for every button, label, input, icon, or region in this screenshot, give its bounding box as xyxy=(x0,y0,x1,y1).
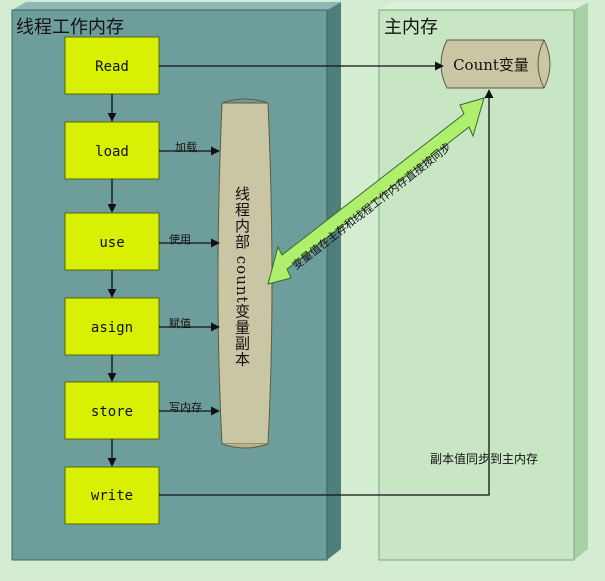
variable-copy-cylinder: 线程内部 count变量副本 xyxy=(217,98,273,449)
main-memory-title: 主内存 xyxy=(384,17,438,38)
load-edge-label: 加载 xyxy=(175,141,197,154)
thread-memory-panel xyxy=(11,2,341,561)
step-load: load xyxy=(64,121,160,180)
step-read: Read xyxy=(64,36,160,95)
count-variable-label: Count变量 xyxy=(453,56,529,74)
thread-memory-title: 线程工作内存 xyxy=(16,17,124,38)
step-asign: asign xyxy=(64,297,160,356)
write-to-main-line xyxy=(159,89,494,496)
step-use-label: use xyxy=(99,235,124,251)
asign-edge-label: 赋值 xyxy=(169,317,191,330)
step-read-label: Read xyxy=(95,59,129,75)
count-variable-cylinder: Count变量 xyxy=(440,39,551,89)
step-store: store xyxy=(64,381,160,440)
use-edge-label: 使用 xyxy=(169,233,191,246)
step-load-label: load xyxy=(95,144,129,160)
step-asign-label: asign xyxy=(91,320,133,336)
step-use: use xyxy=(64,212,160,271)
variable-copy-arrows xyxy=(159,146,220,416)
store-edge-label: 写内存 xyxy=(169,400,202,414)
variable-copy-label: 线程内部 count变量副本 xyxy=(233,186,251,368)
step-write: write xyxy=(64,466,160,525)
step-store-label: store xyxy=(91,404,133,420)
sync-to-main-label: 副本值同步到主内存 xyxy=(430,451,538,466)
step-write-label: write xyxy=(91,488,133,504)
